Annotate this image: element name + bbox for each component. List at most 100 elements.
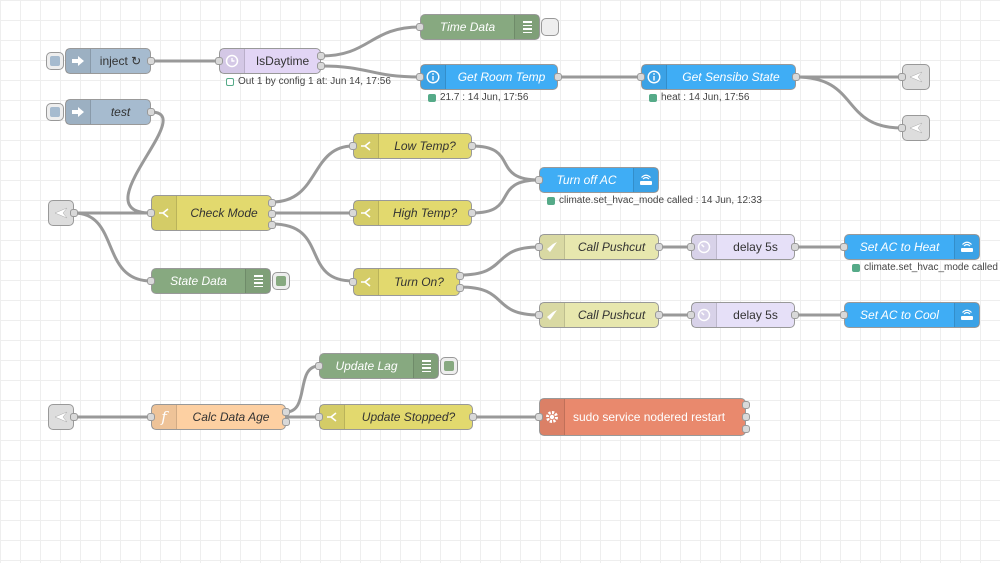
input-port[interactable] (315, 413, 323, 421)
input-port[interactable] (687, 311, 695, 319)
set-ac-heat-node[interactable]: Set AC to Heat (840, 234, 980, 260)
link-out-node-2[interactable] (898, 115, 930, 141)
time-data-node[interactable]: Time Data (416, 14, 559, 40)
output-port[interactable] (468, 209, 476, 217)
debug-toggle-button[interactable] (440, 357, 458, 375)
link-in-node-1[interactable] (48, 200, 78, 226)
wire-link-statedata[interactable] (73, 211, 152, 283)
input-port[interactable] (215, 57, 223, 65)
input-port[interactable] (898, 73, 906, 81)
link-out-node-1[interactable] (898, 64, 930, 90)
output-port[interactable] (469, 413, 477, 421)
output-port[interactable] (791, 311, 799, 319)
output-port[interactable] (70, 413, 78, 421)
inject-node[interactable]: inject ↻ (46, 48, 155, 74)
router-icon (633, 168, 658, 192)
node-label: High Temp? (392, 206, 458, 220)
output-port[interactable] (655, 311, 663, 319)
call-pushcut-node-2[interactable]: Call Pushcut (535, 302, 663, 328)
clock-icon (220, 49, 245, 73)
update-stopped-node[interactable]: Update Stopped? (315, 404, 477, 430)
node-label: Update Lag (335, 359, 398, 373)
delay-node-1[interactable]: delay 5s (687, 234, 799, 260)
wire-test-checkmode[interactable] (126, 110, 165, 215)
input-port[interactable] (416, 73, 424, 81)
input-port[interactable] (898, 124, 906, 132)
wire-turnon-pushcut1[interactable] (459, 245, 540, 277)
output-port-2[interactable] (282, 418, 290, 426)
input-port[interactable] (349, 142, 357, 150)
switch-icon (354, 269, 379, 295)
wire-isdaytime-timedata[interactable] (320, 25, 421, 58)
input-port[interactable] (315, 362, 323, 370)
input-port[interactable] (416, 23, 424, 31)
set-ac-cool-node[interactable]: Set AC to Cool (840, 302, 980, 328)
output-port-1[interactable] (282, 408, 290, 416)
output-port-2[interactable] (742, 413, 750, 421)
low-temp-node[interactable]: Low Temp? (349, 133, 476, 159)
inject-button[interactable] (46, 103, 64, 121)
rocket-icon (540, 303, 565, 327)
output-port-1[interactable] (456, 272, 464, 280)
input-port[interactable] (535, 176, 543, 184)
output-port-1[interactable] (268, 199, 276, 207)
isdaytime-node[interactable]: IsDaytime (215, 48, 325, 74)
output-port[interactable] (70, 209, 78, 217)
high-temp-node[interactable]: High Temp? (349, 200, 476, 226)
test-inject-node[interactable]: test (46, 99, 155, 125)
link-in-node-2[interactable] (48, 404, 78, 430)
wire-calcage-updatelag[interactable] (285, 364, 320, 414)
output-port[interactable] (792, 73, 800, 81)
output-port[interactable] (147, 108, 155, 116)
set-ac-heat-status: climate.set_hvac_mode called (852, 262, 998, 273)
output-port[interactable] (655, 243, 663, 251)
input-port[interactable] (535, 243, 543, 251)
node-label: Call Pushcut (577, 308, 646, 322)
output-port-2[interactable] (317, 62, 325, 70)
output-port[interactable] (468, 142, 476, 150)
input-port[interactable] (147, 209, 155, 217)
output-port[interactable] (147, 57, 155, 65)
output-port-1[interactable] (317, 52, 325, 60)
input-port[interactable] (840, 311, 848, 319)
exec-restart-node[interactable]: sudo service nodered restart (535, 398, 750, 436)
input-port[interactable] (840, 243, 848, 251)
input-port[interactable] (147, 413, 155, 421)
wire-isdaytime-getroomtemp[interactable] (320, 64, 421, 79)
wire-hightemp-turnoff[interactable] (471, 178, 540, 215)
output-port[interactable] (791, 243, 799, 251)
wire-turnon-pushcut2[interactable] (459, 285, 540, 317)
status-ring-icon (226, 77, 234, 86)
input-port[interactable] (349, 209, 357, 217)
wire-lowtemp-turnoff[interactable] (471, 144, 540, 182)
get-sensibo-state-node[interactable]: Get Sensibo State (637, 64, 800, 90)
input-port[interactable] (687, 243, 695, 251)
debug-toggle-button[interactable] (541, 18, 559, 36)
inject-button[interactable] (46, 52, 64, 70)
input-port[interactable] (349, 278, 357, 286)
check-mode-node[interactable]: Check Mode (147, 195, 276, 231)
output-port-2[interactable] (456, 284, 464, 292)
state-data-node[interactable]: State Data (147, 268, 290, 294)
get-room-temp-node[interactable]: Get Room Temp (416, 64, 562, 90)
input-port[interactable] (535, 413, 543, 421)
wire-checkmode-lowtemp[interactable] (271, 144, 354, 204)
output-port-3[interactable] (268, 221, 276, 229)
output-port[interactable] (554, 73, 562, 81)
turn-off-ac-node[interactable]: Turn off AC (535, 167, 659, 193)
node-label: Turn off AC (556, 173, 617, 187)
calc-data-age-node[interactable]: f Calc Data Age (147, 404, 290, 430)
turn-on-node[interactable]: Turn On? (349, 268, 464, 296)
input-port[interactable] (147, 277, 155, 285)
wire-sensibo-link2[interactable] (795, 75, 903, 130)
output-port-3[interactable] (742, 425, 750, 433)
input-port[interactable] (637, 73, 645, 81)
input-port[interactable] (535, 311, 543, 319)
wire-checkmode-turnon[interactable] (271, 222, 354, 283)
output-port-1[interactable] (742, 401, 750, 409)
call-pushcut-node-1[interactable]: Call Pushcut (535, 234, 663, 260)
output-port-2[interactable] (268, 210, 276, 218)
debug-toggle-button[interactable] (272, 272, 290, 290)
delay-node-2[interactable]: delay 5s (687, 302, 799, 328)
update-lag-node[interactable]: Update Lag (315, 353, 458, 379)
